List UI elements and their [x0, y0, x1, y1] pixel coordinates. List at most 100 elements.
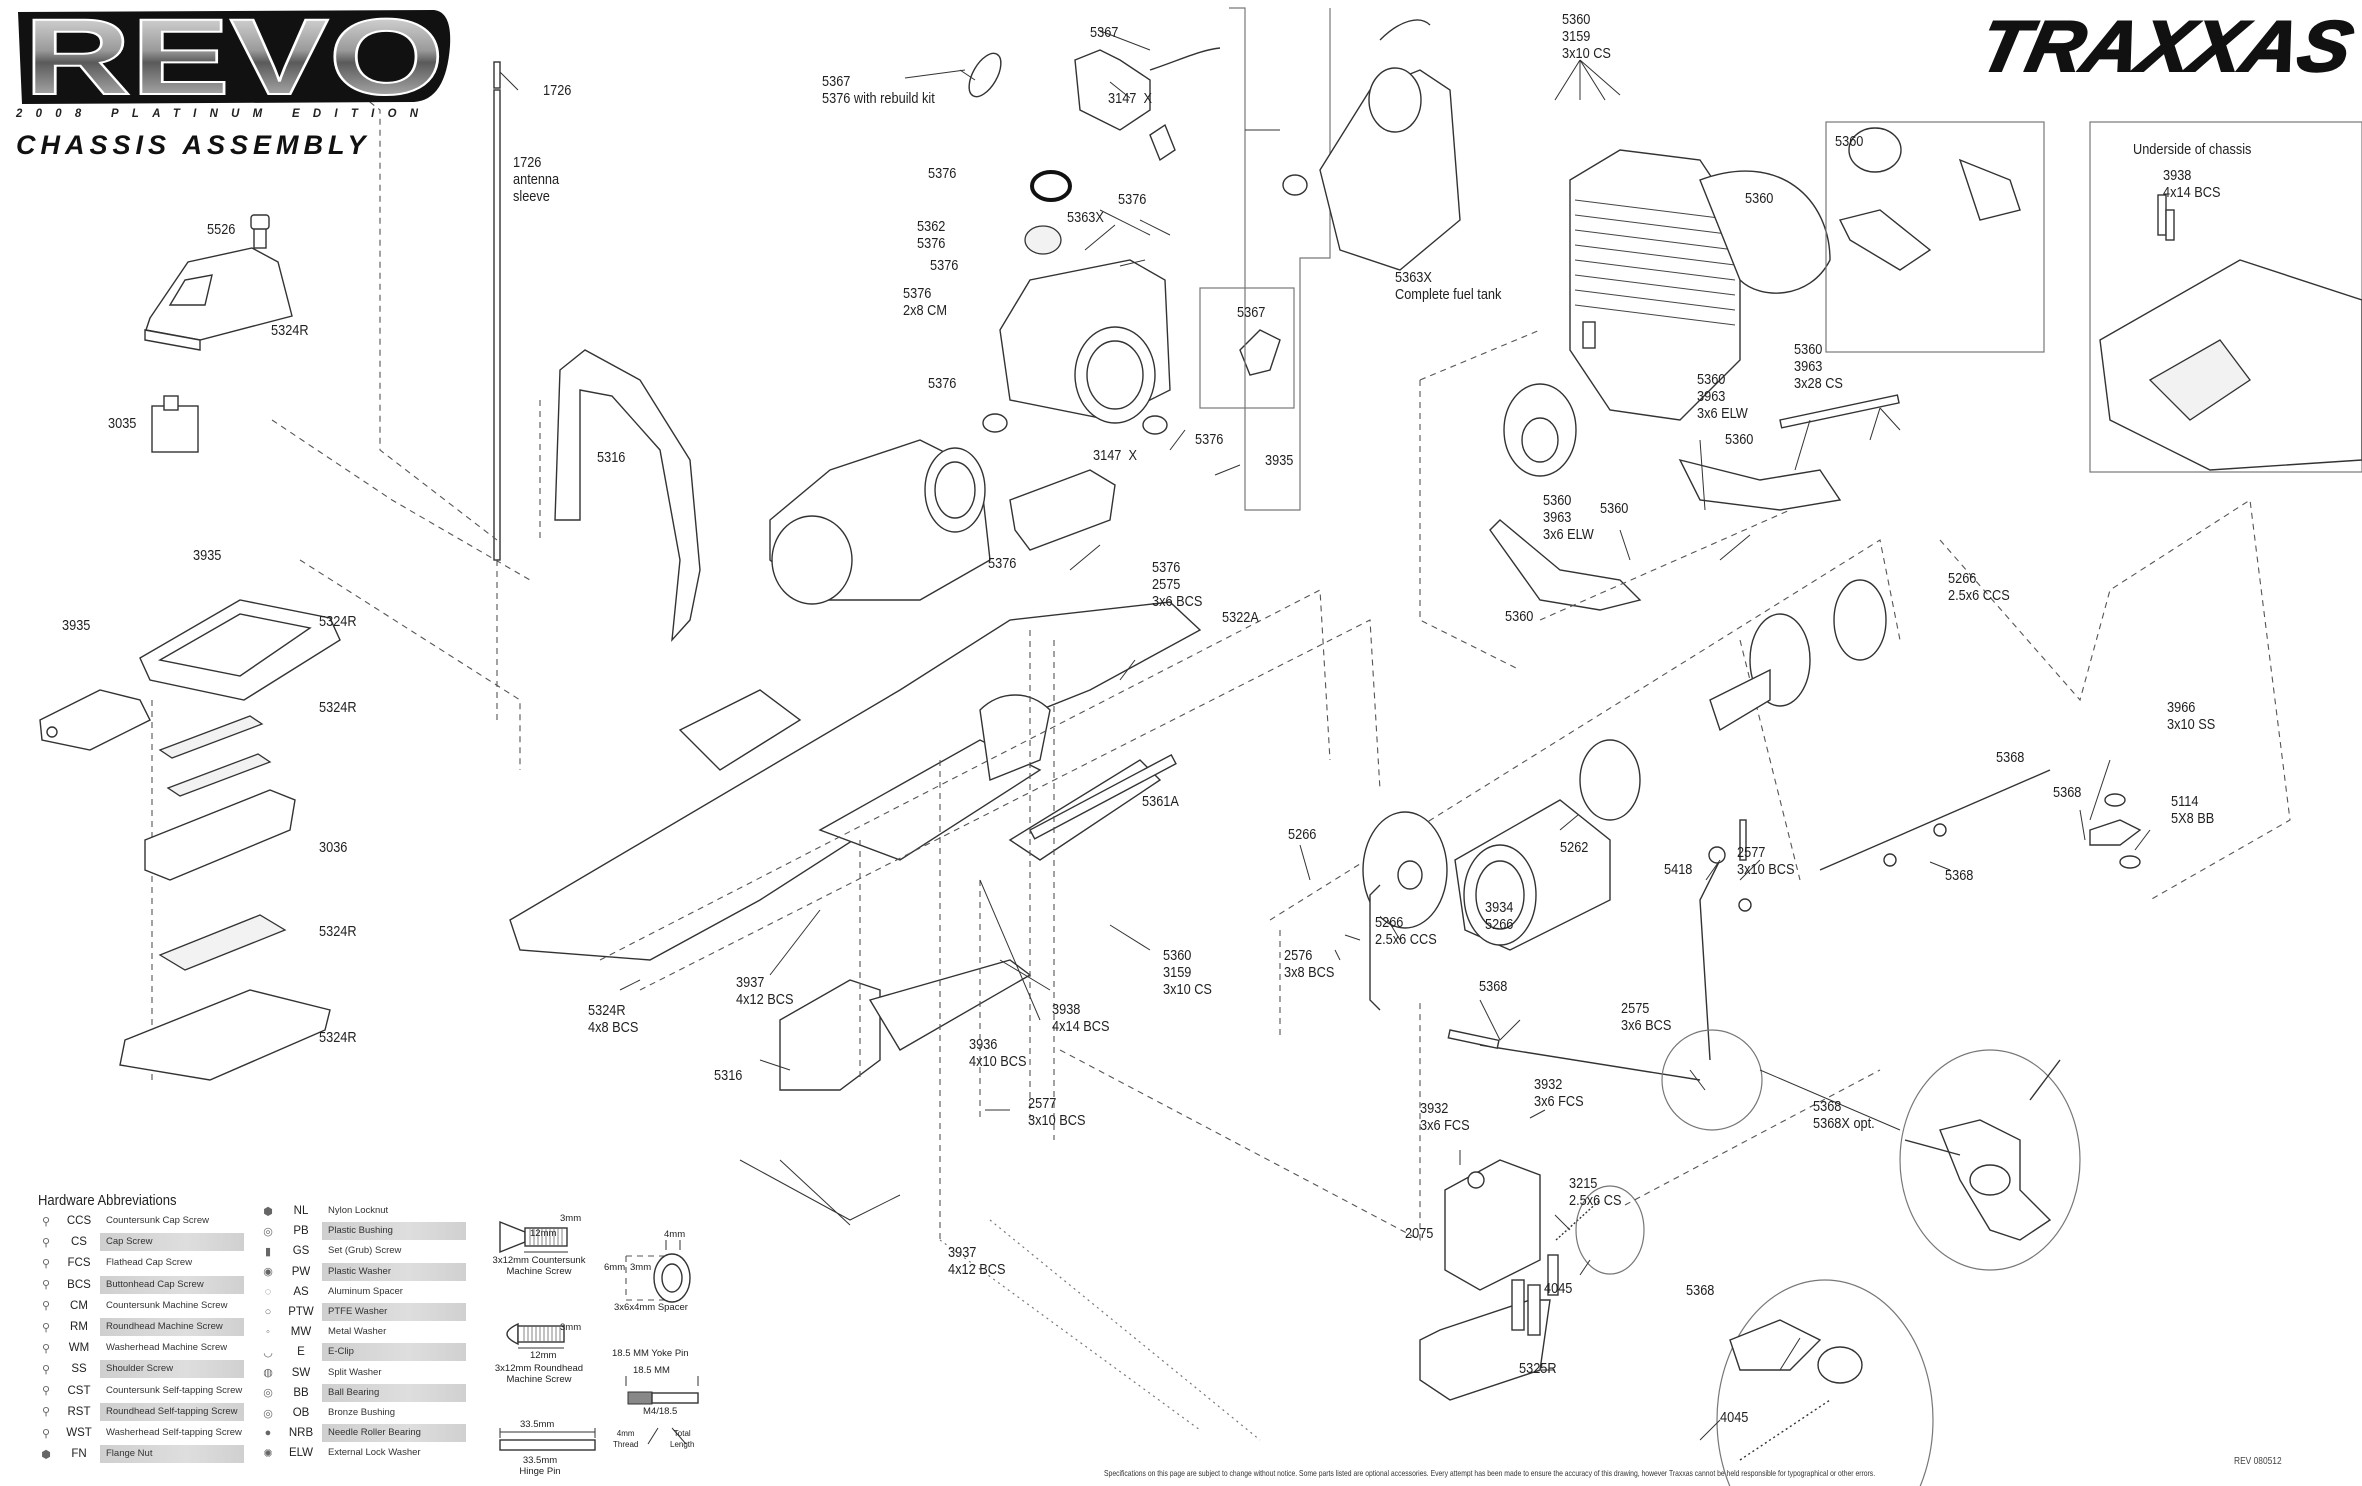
- cm-screw-dia: 3mm: [560, 1213, 582, 1224]
- roundhead-machine-screw-icon: ⚲: [41, 1321, 51, 1334]
- callout-3215-2.5x6cs: 3215 2.5x6 CS: [1569, 1176, 1622, 1209]
- legend-desc: Buttonhead Cap Screw: [100, 1275, 244, 1294]
- antenna-tube: [493, 61, 519, 720]
- legend-abbr: OB: [292, 1407, 310, 1419]
- legend-desc: E-Clip: [322, 1343, 466, 1362]
- legend-abbr: SS: [71, 1363, 87, 1376]
- callout-1726: 1726: [543, 83, 572, 99]
- revo-logo: REVO: [18, 6, 451, 106]
- legend-abbr: ELW: [288, 1447, 314, 1460]
- cap-screw-icon: ⚲: [41, 1236, 51, 1249]
- legend-abbr: E: [297, 1346, 305, 1359]
- hinge-pin-label: 33.5mm Hinge Pin: [519, 1455, 561, 1477]
- legend-desc: Cap Screw: [100, 1233, 244, 1252]
- receiver: [151, 395, 199, 453]
- legend-abbr: FCS: [67, 1257, 91, 1270]
- spacer-sample: [625, 1240, 691, 1303]
- callout-3935: 3935: [193, 548, 222, 564]
- callout-5376: 5376: [928, 166, 957, 182]
- legend-desc: PTFE Washer: [322, 1303, 466, 1321]
- servo-tray: [1419, 1254, 1559, 1401]
- legend-row-e: ◡ E E-Clip: [256, 1343, 466, 1362]
- callout-3036: 3036: [319, 840, 348, 856]
- callout-5316: 5316: [597, 450, 626, 466]
- cm-screw-len: 12mm: [530, 1228, 557, 1239]
- callout-5376: 5376: [928, 376, 957, 392]
- ball-bearing-icon: ◎: [263, 1387, 273, 1400]
- callout-5360: 5360: [1725, 432, 1754, 448]
- washerhead-machine-screw-icon: ⚲: [41, 1342, 51, 1355]
- callout-5360-3963-elw: 5360 3963 3x6 ELW: [1543, 493, 1594, 543]
- brake-linkage: [1819, 769, 2142, 871]
- yoke-pin-sample: [625, 1376, 699, 1445]
- callout-3938-4x14bcs: 3938 4x14 BCS: [2163, 168, 2221, 201]
- callout-2576-3x8bcs: 2576 3x8 BCS: [1284, 948, 1335, 981]
- chassis-plate: [509, 601, 1202, 961]
- callout-5325r: 5325R: [1519, 1361, 1557, 1377]
- complete-fuel-tank: [1282, 19, 1461, 271]
- callout-4045: 4045: [1544, 1281, 1573, 1297]
- legend-desc: Flange Nut: [100, 1445, 244, 1464]
- callout-5376-2575-3x6bcs: 5376 2575 3x6 BCS: [1152, 560, 1203, 610]
- countersunk-machine-screw-sample: [499, 1220, 568, 1254]
- throttle-linkage: [1369, 819, 1752, 1081]
- page-title: CHASSIS ASSEMBLY: [16, 130, 371, 160]
- countersunk-self-tapping-screw-icon: ⚲: [41, 1385, 51, 1398]
- callout-2577-3x10bcs: 2577 3x10 BCS: [1737, 845, 1795, 878]
- callout-5418: 5418: [1664, 862, 1693, 878]
- legend-abbr: MW: [290, 1326, 312, 1339]
- legend-desc: Plastic Bushing: [322, 1222, 466, 1241]
- spacer-width: 4mm: [664, 1229, 686, 1240]
- callout-5368: 5368: [1945, 868, 1974, 884]
- inset-box-underside: [2089, 121, 2362, 473]
- rm-screw-len: 12mm: [530, 1350, 557, 1361]
- spacer-od: 6mm: [604, 1262, 626, 1273]
- detail-circle-servo-horn: [1899, 1049, 2081, 1271]
- legend-desc: Ball Bearing: [322, 1383, 466, 1402]
- legend-desc: Bronze Bushing: [328, 1407, 396, 1418]
- e-clip-icon: ◡: [263, 1346, 273, 1359]
- callout-3147x: 3147 X: [1108, 91, 1152, 107]
- callout-3935: 3935: [1265, 453, 1294, 469]
- legend-abbr: PW: [291, 1265, 311, 1278]
- legend-abbr: CS: [71, 1236, 87, 1249]
- callout-5262: 5262: [1560, 840, 1589, 856]
- yoke-pin-thread: 4mm Thread: [613, 1429, 639, 1449]
- legend-abbr: CM: [70, 1299, 88, 1312]
- roundhead-machine-screw-sample: [506, 1322, 565, 1349]
- inset-box-5367: [1199, 287, 1295, 409]
- callout-5360: 5360: [1600, 501, 1629, 517]
- legend-desc: Aluminum Spacer: [328, 1285, 403, 1297]
- legend-abbr: PTW: [288, 1306, 314, 1318]
- callout-5360-3159: 5360 3159 3x10 CS: [1562, 12, 1611, 62]
- flange-nut-icon: ⬢: [41, 1448, 51, 1461]
- callout-5376: 5376: [988, 556, 1017, 572]
- callout-3938-4x14bcs: 3938 4x14 BCS: [1052, 1002, 1110, 1035]
- callout-3147x: 3147 X: [1093, 448, 1137, 464]
- legend-desc: Plastic Washer: [322, 1262, 466, 1281]
- callout-5361a: 5361A: [1142, 794, 1179, 810]
- callout-5368: 5368: [1479, 979, 1508, 995]
- flathead-cap-screw-icon: ⚲: [41, 1257, 51, 1270]
- callout-5363x: 5363X: [1067, 210, 1104, 226]
- servo: [1444, 1159, 1541, 1291]
- legend-abbr: BCS: [67, 1278, 91, 1291]
- callout-5322a: 5322A: [1222, 610, 1259, 626]
- legend-abbr: RST: [67, 1405, 91, 1418]
- callout-5368-5368x-opt: 5368 5368X opt.: [1813, 1099, 1875, 1132]
- receiver-box: [39, 599, 341, 751]
- callout-3937-4x12bcs: 3937 4x12 BCS: [948, 1245, 1006, 1278]
- fuel-tank-body: [982, 259, 1171, 551]
- legend-desc: Washerhead Self-tapping Screw: [106, 1427, 242, 1438]
